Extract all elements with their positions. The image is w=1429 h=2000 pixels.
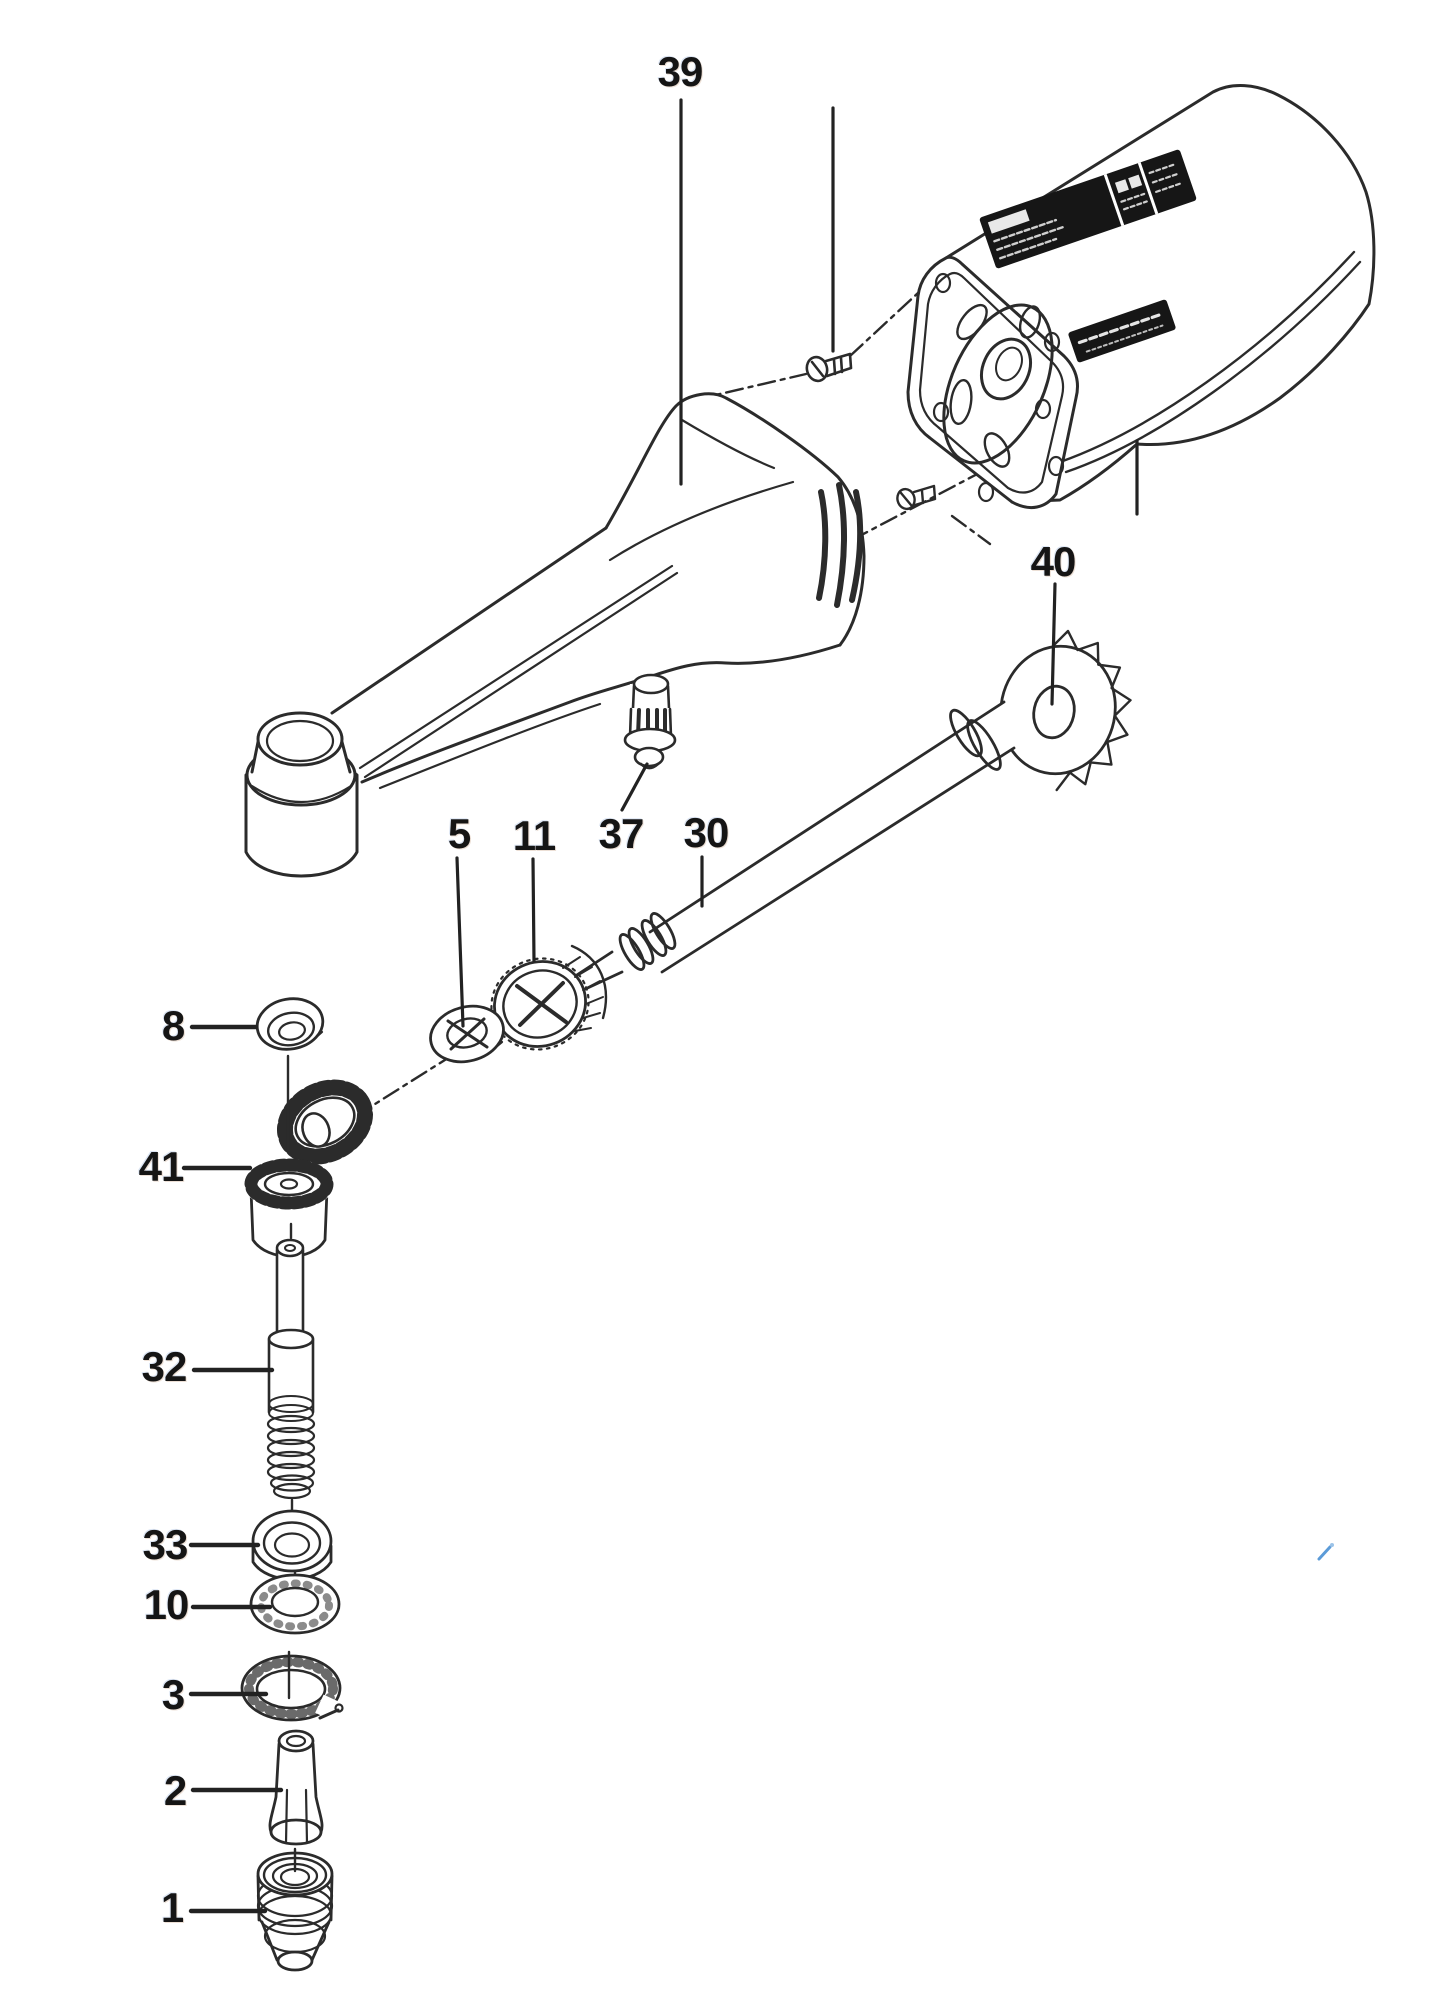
callout-41: 41 (138, 1143, 185, 1190)
callout-3: 3 (161, 1671, 185, 1718)
spindle-shaft (266, 1238, 316, 1500)
ball-bearing (255, 997, 325, 1051)
bearing-retainer-nut (490, 944, 608, 1051)
leader-lines (181, 98, 1139, 1914)
callout-40: 40 (1030, 538, 1077, 585)
callout-37: 37 (598, 810, 645, 857)
retaining-ring (240, 1654, 351, 1726)
bevel-crown-gear (243, 1158, 335, 1258)
callout-10: 10 (143, 1581, 190, 1628)
collet (268, 1729, 324, 1846)
shaft-washer (429, 1004, 505, 1064)
drill-chuck (256, 1851, 334, 1972)
motor-assembly (906, 84, 1376, 510)
housing-screw (805, 352, 853, 383)
tool-housing (244, 392, 866, 878)
flanged-bearing (251, 1509, 333, 1581)
callout-5: 5 (447, 810, 471, 857)
callout-2: 2 (163, 1767, 187, 1814)
housing-screw (896, 484, 937, 511)
callout-32: 32 (141, 1343, 188, 1390)
flat-washer (249, 1573, 341, 1635)
callout-30: 30 (683, 809, 730, 856)
stray-mark (1317, 1543, 1334, 1561)
motor-nameplate (979, 149, 1197, 269)
grease-fitting (623, 673, 677, 770)
callout-1: 1 (160, 1884, 184, 1931)
fan-gear (999, 629, 1132, 792)
callout-39: 39 (657, 48, 704, 95)
callout-33: 33 (142, 1521, 189, 1568)
callout-11: 11 (512, 812, 556, 859)
callout-8: 8 (161, 1002, 185, 1049)
motor-brand-label (1068, 299, 1176, 363)
vent-slats-icon (816, 482, 864, 608)
